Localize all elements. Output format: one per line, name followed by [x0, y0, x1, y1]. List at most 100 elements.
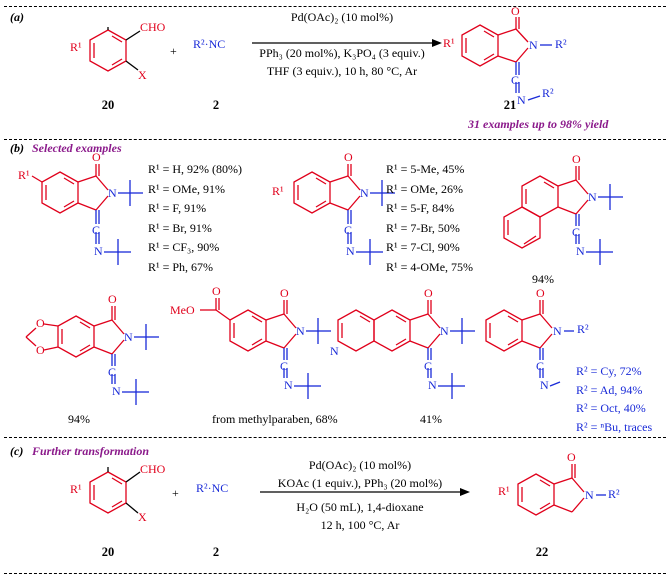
conditions-c-2: KOAc (1 equiv.), PPh₃ (20 mol%) — [277, 476, 443, 490]
ex5-n: N — [296, 324, 305, 338]
prod-n2-label: N — [517, 93, 526, 107]
separator-bottom — [4, 573, 666, 574]
sm-20-structure — [89, 27, 141, 72]
example-3-structure — [503, 166, 623, 265]
ex5-o: O — [280, 286, 289, 300]
prod-r1-label: R¹ — [443, 36, 455, 50]
ex1-item-3: R¹ = F, 91% — [148, 201, 207, 215]
ex4-o2: O — [36, 343, 45, 357]
prod-c-r1-label: R¹ — [498, 484, 510, 498]
ex4-n: N — [124, 330, 133, 344]
sm-r1-label: R¹ — [70, 40, 82, 54]
ex7-o: O — [536, 286, 545, 300]
conditions-a-3: THF (3 equiv.), 10 h, 80 °C, Ar — [266, 64, 418, 78]
example-1-structure — [31, 164, 143, 265]
isocyanide-a: R²·NC — [193, 37, 226, 51]
prod-o-label: O — [511, 4, 520, 18]
ex2-item-5: R¹ = 7-Cl, 90% — [386, 240, 460, 254]
ex7-r2: R² — [577, 322, 589, 336]
prod-c-label: C — [511, 73, 520, 87]
compound-2-a: 2 — [212, 98, 220, 112]
product-22-structure — [517, 464, 606, 516]
separator-ab — [4, 139, 666, 140]
ex2-item-1: R¹ = 5-Me, 45% — [386, 162, 465, 176]
separator-top — [4, 6, 666, 7]
ex4-o1: O — [36, 316, 45, 330]
ex2-list: R¹ = 5-Me, 45% R¹ = OMe, 26% R¹ = 5-F, 8… — [386, 160, 473, 277]
ex1-item-4: R¹ = Br, 91% — [148, 220, 212, 235]
example-4-structure — [25, 306, 159, 405]
ex3-c: C — [572, 225, 581, 239]
compound-2-c: 2 — [212, 545, 220, 559]
sm-cho-label: CHO — [140, 20, 166, 34]
ex2-item-2: R¹ = OMe, 26% — [386, 181, 464, 196]
ex1-item-6: R¹ = Ph, 67% — [148, 259, 214, 274]
ex3-n2: N — [576, 244, 585, 258]
prod-r2-label: R² — [555, 37, 567, 51]
ex2-r1: R¹ — [272, 184, 284, 198]
sm-x-label: X — [138, 68, 147, 82]
ex1-r1: R¹ — [18, 168, 30, 182]
ex2-c: C — [344, 223, 353, 237]
ex1-list: R¹ = H, 92% (80%) R¹ = OMe, 91% R¹ = F, … — [148, 160, 242, 277]
ex4-o3: O — [108, 292, 117, 306]
ex1-item-5: R¹ = CF₃, 90% — [148, 240, 220, 254]
section-c-title: Further transformation — [32, 444, 150, 458]
prod-c-n-label: N — [585, 488, 594, 502]
conditions-a-1: Pd(OAc)₂ (10 mol%) — [290, 10, 394, 24]
prod-r2b-label: R² — [542, 86, 554, 100]
plus-c: + — [172, 486, 179, 500]
ex5-n2: N — [284, 378, 293, 392]
ex1-o: O — [92, 150, 101, 164]
sm-c-r1-label: R¹ — [70, 482, 82, 496]
ex5-c: C — [280, 359, 289, 373]
sm-c-cho-label: CHO — [140, 462, 166, 476]
ex5-meo: MeO — [170, 303, 195, 317]
example-6-structure — [337, 300, 475, 399]
ex7-n2: N — [540, 378, 549, 392]
ex6-c: C — [424, 359, 433, 373]
product-21-structure — [461, 17, 552, 101]
plus-a: + — [170, 44, 177, 58]
compound-20-a: 20 — [101, 98, 115, 112]
ex1-item-1: R¹ = H, 92% (80%) — [148, 162, 243, 176]
ex2-o: O — [344, 150, 353, 164]
prod-c-r2-label: R² — [608, 487, 620, 501]
ex4-c: C — [108, 365, 117, 379]
ex7-item-1: R² = Cy, 72% — [576, 364, 642, 378]
ex6-o: O — [424, 286, 433, 300]
ex3-yield: 94% — [532, 272, 554, 286]
example-5-structure — [200, 298, 331, 399]
ex4-n2: N — [112, 384, 121, 398]
section-a-label: (a) — [10, 10, 24, 24]
compound-20-c: 20 — [101, 545, 115, 559]
prod-c-o-label: O — [567, 450, 576, 464]
sm-c-x-label: X — [138, 510, 147, 524]
example-7-structure — [485, 300, 574, 387]
ex1-item-2: R¹ = OMe, 91% — [148, 181, 226, 196]
ex7-n: N — [553, 324, 562, 338]
isocyanide-c: R²·NC — [196, 481, 229, 495]
ex2-n2: N — [346, 244, 355, 258]
ex2-n: N — [360, 186, 369, 200]
ex1-n: N — [108, 186, 117, 200]
conditions-c-4: 12 h, 100 °C, Ar — [320, 518, 400, 532]
ex6-yield: 41% — [420, 412, 442, 426]
yield-note: 31 examples up to 98% yield — [468, 117, 609, 131]
conditions-c-3: H₂O (50 mL), 1,4-dioxane — [296, 500, 424, 514]
ex7-item-4: R² = ⁿBu, traces — [576, 419, 653, 434]
ex6-n2: N — [428, 378, 437, 392]
ex2-item-3: R¹ = 5-F, 84% — [386, 201, 455, 215]
section-c-label: (c) — [10, 444, 24, 458]
ex7-item-2: R² = Ad, 94% — [576, 382, 643, 397]
ex6-ring-n: N — [330, 344, 339, 358]
ex3-n: N — [588, 190, 597, 204]
ex2-item-4: R¹ = 7-Br, 50% — [386, 220, 460, 235]
compound-21: 21 — [503, 98, 517, 112]
ex7-list: R² = Cy, 72% R² = Ad, 94% R² = Oct, 40% … — [576, 362, 652, 436]
compound-22: 22 — [535, 545, 549, 559]
example-2-structure — [293, 164, 395, 265]
section-b-label: (b) — [10, 141, 24, 155]
prod-n-label: N — [529, 38, 538, 52]
